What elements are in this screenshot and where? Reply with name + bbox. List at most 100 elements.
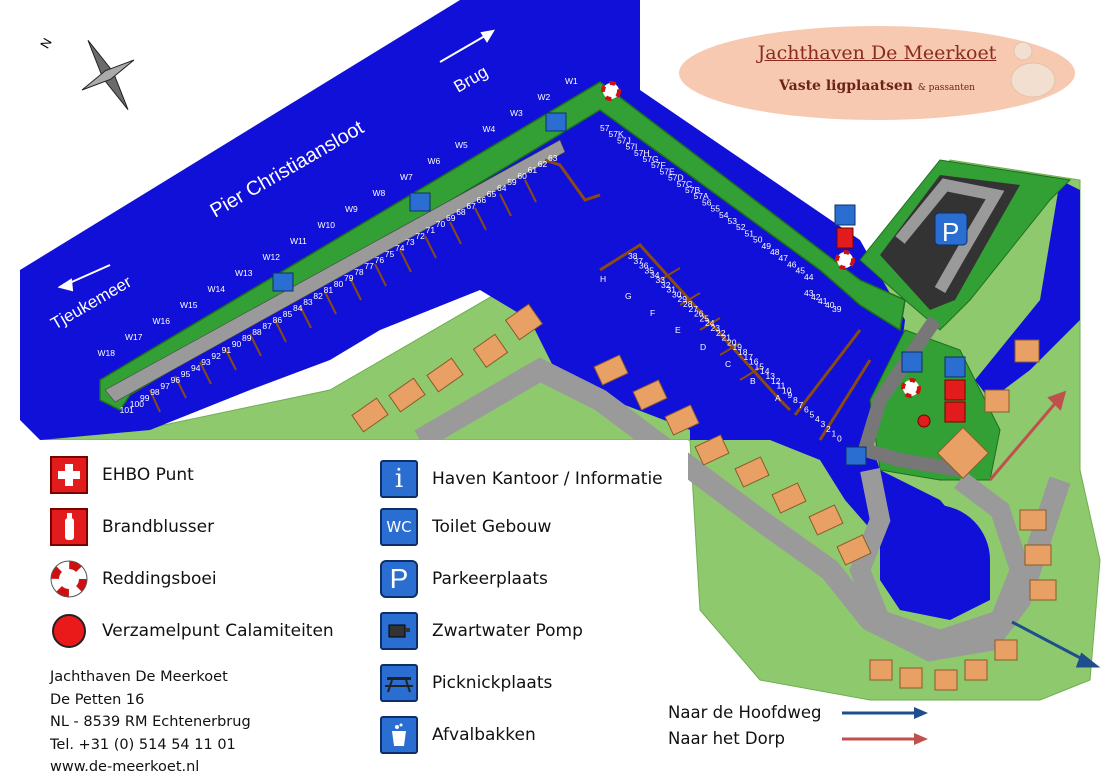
- berth-labels-pier: 5757K57J57I57H57G57F57E57D57C57B57A56555…: [120, 123, 842, 443]
- address-line: Tel. +31 (0) 514 54 11 01: [50, 736, 236, 753]
- legend-label: Zwartwater Pomp: [432, 621, 583, 641]
- harbour-water: [20, 0, 990, 620]
- berth-label: 30: [672, 289, 682, 299]
- berth-label: 81: [324, 285, 334, 295]
- berth-label: 92: [211, 351, 221, 361]
- berth-label: 94: [191, 363, 201, 373]
- berth-label: 87: [262, 321, 272, 331]
- berth-label: 37: [634, 256, 644, 266]
- address-line: De Petten 16: [50, 691, 145, 708]
- berth-label: W2: [538, 92, 551, 102]
- map-life-buoy-icon-2: [835, 250, 855, 270]
- berth-label: 82: [313, 291, 323, 301]
- legend-label: Reddingsboei: [102, 569, 217, 589]
- berth-label: 17: [744, 352, 754, 362]
- berth-label: 24: [705, 318, 715, 328]
- berth-label: 99: [140, 393, 150, 403]
- berth-label: 96: [171, 375, 181, 385]
- berth-label: E: [675, 325, 681, 335]
- berth-label: G: [625, 291, 632, 301]
- berth-label: 53: [728, 216, 738, 226]
- office-building: [936, 426, 990, 480]
- berth-label: 62: [538, 159, 548, 169]
- legend-item-assembly: Verzamelpunt Calamiteiten: [48, 610, 334, 652]
- legend-item-picnic: Picknickplaats: [378, 662, 552, 704]
- berth-label: W13: [235, 268, 253, 278]
- berth-label: 91: [222, 345, 232, 355]
- berth-label: 8: [793, 395, 798, 405]
- berth-label: 80: [334, 279, 344, 289]
- berth-label: 101: [120, 405, 134, 415]
- berth-label: W8: [373, 188, 386, 198]
- legend-item-parking: P Parkeerplaats: [378, 558, 548, 600]
- compass-rose: [81, 40, 135, 110]
- berth-label: 9: [788, 390, 793, 400]
- berth-label: 57: [600, 123, 610, 133]
- legend-label: Haven Kantoor / Informatie: [432, 469, 663, 489]
- berth-label: 57H: [634, 148, 650, 158]
- berth-label: 57C: [677, 179, 693, 189]
- berth-label: 86: [273, 315, 283, 325]
- berth-label: 56: [702, 197, 712, 207]
- berth-label: 45: [796, 266, 806, 276]
- berth-label: 83: [303, 297, 313, 307]
- berth-label: W11: [290, 236, 307, 246]
- berth-label: 3: [821, 419, 826, 429]
- life-buoy-icon: [50, 560, 88, 598]
- direction-main-road: Naar de Hoofdweg: [668, 700, 930, 726]
- berth-label: 18: [738, 347, 748, 357]
- main-pier: [99, 81, 906, 411]
- berth-label: 40: [825, 300, 835, 310]
- berth-label: W4: [483, 124, 496, 134]
- berth-label: 38: [628, 251, 638, 261]
- map-parking-icon: [934, 212, 968, 246]
- berth-label: 98: [150, 387, 160, 397]
- berth-label: 35: [645, 265, 655, 275]
- legend-item-pump: Zwartwater Pomp: [378, 610, 583, 652]
- berth-label: 61: [528, 165, 538, 175]
- berth-label: 95: [181, 369, 191, 379]
- berth-label: W1: [565, 76, 578, 86]
- berth-label: 57K: [609, 129, 624, 139]
- berth-label: 47: [779, 253, 789, 263]
- berth-label: A: [775, 393, 781, 403]
- berth-label: 76: [375, 255, 385, 265]
- direction-label: Naar de Hoofdweg: [668, 703, 822, 722]
- canal-water-right: [975, 180, 1080, 400]
- berth-label: 57E: [660, 166, 675, 176]
- berth-label: 31: [667, 285, 677, 295]
- berth-label: 88: [252, 327, 262, 337]
- website-link[interactable]: www.de-meerkoet.nl: [50, 759, 200, 775]
- info-icon: i: [380, 460, 418, 498]
- berth-label: 52: [736, 222, 746, 232]
- map-first-aid-icon: [944, 379, 966, 401]
- berth-label: 75: [385, 249, 395, 259]
- berth-label: 68: [456, 207, 466, 217]
- berth-label: 12: [771, 376, 781, 386]
- berth-label: 85: [283, 309, 293, 319]
- loop-road: [849, 468, 1031, 651]
- berth-label: W3: [510, 108, 523, 118]
- houses: [351, 303, 1057, 691]
- legend-label: Picknickplaats: [432, 673, 553, 693]
- berth-label: 34: [650, 270, 660, 280]
- berth-label: 6: [804, 405, 809, 415]
- berth-labels-w: W1W2W3W4W5W6W7W8W9W10W11W12W13W14W15W16W…: [98, 76, 579, 358]
- direction-village: Naar het Dorp: [668, 726, 930, 752]
- address-line: NL - 8539 RM Echtenerbrug: [50, 714, 251, 730]
- berth-label: 97: [160, 381, 170, 391]
- berth-label: 13: [766, 371, 776, 381]
- berth-label: W10: [318, 220, 336, 230]
- berth-label: 67: [466, 201, 476, 211]
- directions-legend: Naar de Hoofdweg Naar het Dorp: [668, 700, 930, 752]
- berth-label: 57G: [643, 154, 659, 164]
- berth-label: 73: [405, 237, 415, 247]
- map-life-buoy-icon: [601, 81, 621, 101]
- berth-label: 5: [810, 409, 815, 419]
- legend-item-wc: WC Toilet Gebouw: [378, 506, 551, 548]
- berth-label: 16: [749, 357, 759, 367]
- coot-bird-icon: [1010, 41, 1056, 98]
- berth-label: 41: [818, 296, 828, 306]
- berth-label: 23: [711, 323, 721, 333]
